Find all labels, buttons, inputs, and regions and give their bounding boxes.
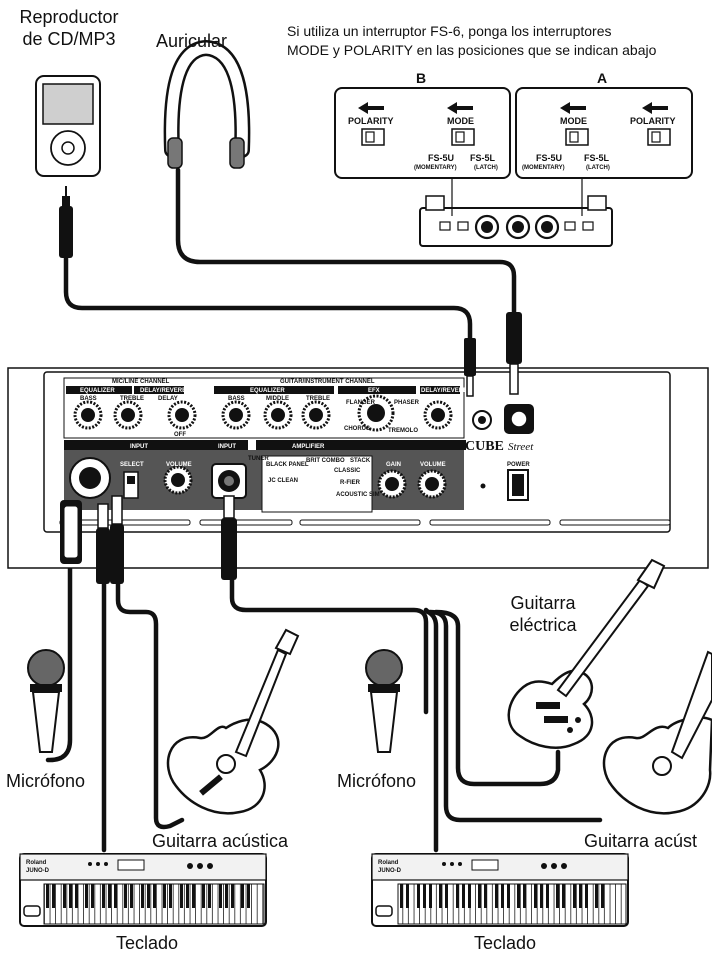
keyboard-model-right: JUNO-D — [378, 868, 402, 874]
fs5l-sub-a: (LATCH) — [586, 165, 610, 171]
fs5l-label-b: FS-5L — [470, 153, 496, 163]
tuner-label: TUNER — [248, 456, 269, 462]
tremolo-label: TREMOLO — [388, 428, 418, 434]
bass-label-right: BASS — [228, 396, 245, 402]
street-brand: Street — [508, 441, 534, 453]
acoustic-guitar-icon-left — [166, 628, 300, 815]
brit-combo-label: BRIT COMBO — [306, 458, 345, 464]
delay-label: DELAY — [158, 396, 178, 402]
fs5u-sub-a: (MOMENTARY) — [522, 165, 565, 171]
stack-label: STACK — [350, 458, 371, 464]
fs5u-label-b: FS-5U — [428, 153, 454, 163]
cd-player-icon — [35, 75, 101, 258]
mic-right-label: Micrófono — [337, 771, 417, 791]
input-label-right: INPUT — [218, 444, 236, 450]
footswitch-settings — [334, 87, 693, 247]
electric-guitar-icon — [507, 558, 666, 749]
group-a-label: A — [597, 70, 607, 86]
fs5u-sub-b: (MOMENTARY) — [414, 165, 457, 171]
black-panel-label: BLACK PANEL — [266, 462, 309, 468]
keyboard-brand-right: Roland — [378, 860, 399, 866]
amplifier: MIC/LINE CHANNEL GUITAR/INSTRUMENT CHANN… — [7, 367, 709, 569]
delay-reverb-label-right: DELAY/REVERB — [421, 388, 468, 394]
keyboard-icon-left: Roland JUNO-D — [19, 853, 267, 927]
footswitch-note-line2: MODE y POLARITY en las posiciones que se… — [287, 42, 657, 58]
cd-player-label: Reproductor de CD/MP3 — [19, 7, 119, 49]
chorus-label: CHORUS — [344, 426, 370, 432]
microphone-icon-right — [365, 649, 403, 753]
jc-clean-label: JC CLEAN — [268, 478, 298, 484]
volume-label-right: VOLUME — [420, 462, 446, 468]
keyboard-left-label: Teclado — [116, 933, 179, 953]
fs5l-sub-b: (LATCH) — [474, 165, 498, 171]
cube-brand: CUBE — [465, 439, 504, 454]
middle-label: MIDDLE — [266, 396, 289, 402]
guitar-channel-label: GUITAR/INSTRUMENT CHANNEL — [280, 379, 375, 385]
treble-label-right: TREBLE — [306, 396, 330, 402]
phaser-label: PHASER — [394, 400, 420, 406]
mic-left-label: Micrófono — [6, 771, 86, 791]
bass-label-left: BASS — [80, 396, 97, 402]
headphones-label: Auricular — [156, 31, 228, 51]
power-label: POWER — [507, 462, 530, 468]
headphones-icon — [163, 39, 251, 169]
fs5u-label-a: FS-5U — [536, 153, 562, 163]
polarity-label-b: POLARITY — [348, 116, 394, 126]
footswitch-note-line1: Si utiliza un interruptor FS-6, ponga lo… — [287, 23, 612, 39]
group-b-label: B — [416, 70, 426, 86]
classic-label: CLASSIC — [334, 468, 361, 474]
fs5l-label-a: FS-5L — [584, 153, 610, 163]
keyboard-brand-left: Roland — [26, 860, 47, 866]
mode-label-a: MODE — [560, 116, 587, 126]
r-fier-label: R-FIER — [340, 480, 361, 486]
plugs — [60, 312, 522, 584]
mic-channel-label: MIC/LINE CHANNEL — [112, 379, 170, 385]
keyboard-icon-right: Roland JUNO-D — [371, 853, 629, 927]
acoustic-sim-label: ACOUSTIC SIM — [336, 492, 380, 498]
amplifier-label: AMPLIFIER — [292, 444, 325, 450]
polarity-label-a: POLARITY — [630, 116, 676, 126]
off-label: OFF — [174, 432, 186, 438]
volume-label-left: VOLUME — [166, 462, 192, 468]
efx-label: EFX — [368, 388, 380, 394]
acoustic-right-label: Guitarra acúst — [584, 831, 698, 851]
mode-label-b: MODE — [447, 116, 474, 126]
gain-label: GAIN — [386, 462, 401, 468]
delay-reverb-label-left: DELAY/REVERB — [140, 388, 187, 394]
electric-guitar-label: Guitarra eléctrica — [509, 593, 577, 635]
acoustic-left-label: Guitarra acústica — [152, 831, 289, 851]
cables — [45, 167, 603, 853]
keyboard-right-label: Teclado — [474, 933, 537, 953]
footswitch-labels: B A POLARITY MODE MODE POLARITY FS-5U (M… — [348, 70, 676, 171]
keyboard-model-left: JUNO-D — [26, 868, 50, 874]
flanger-label: FLANGER — [346, 400, 376, 406]
eq-label-left: EQUALIZER — [80, 388, 115, 394]
eq-label-right: EQUALIZER — [250, 388, 285, 394]
treble-label-left: TREBLE — [120, 396, 144, 402]
microphone-icon-left — [27, 649, 65, 753]
select-label: SELECT — [120, 462, 144, 468]
acoustic-guitar-icon-right — [602, 650, 712, 815]
input-label-left: INPUT — [130, 444, 148, 450]
